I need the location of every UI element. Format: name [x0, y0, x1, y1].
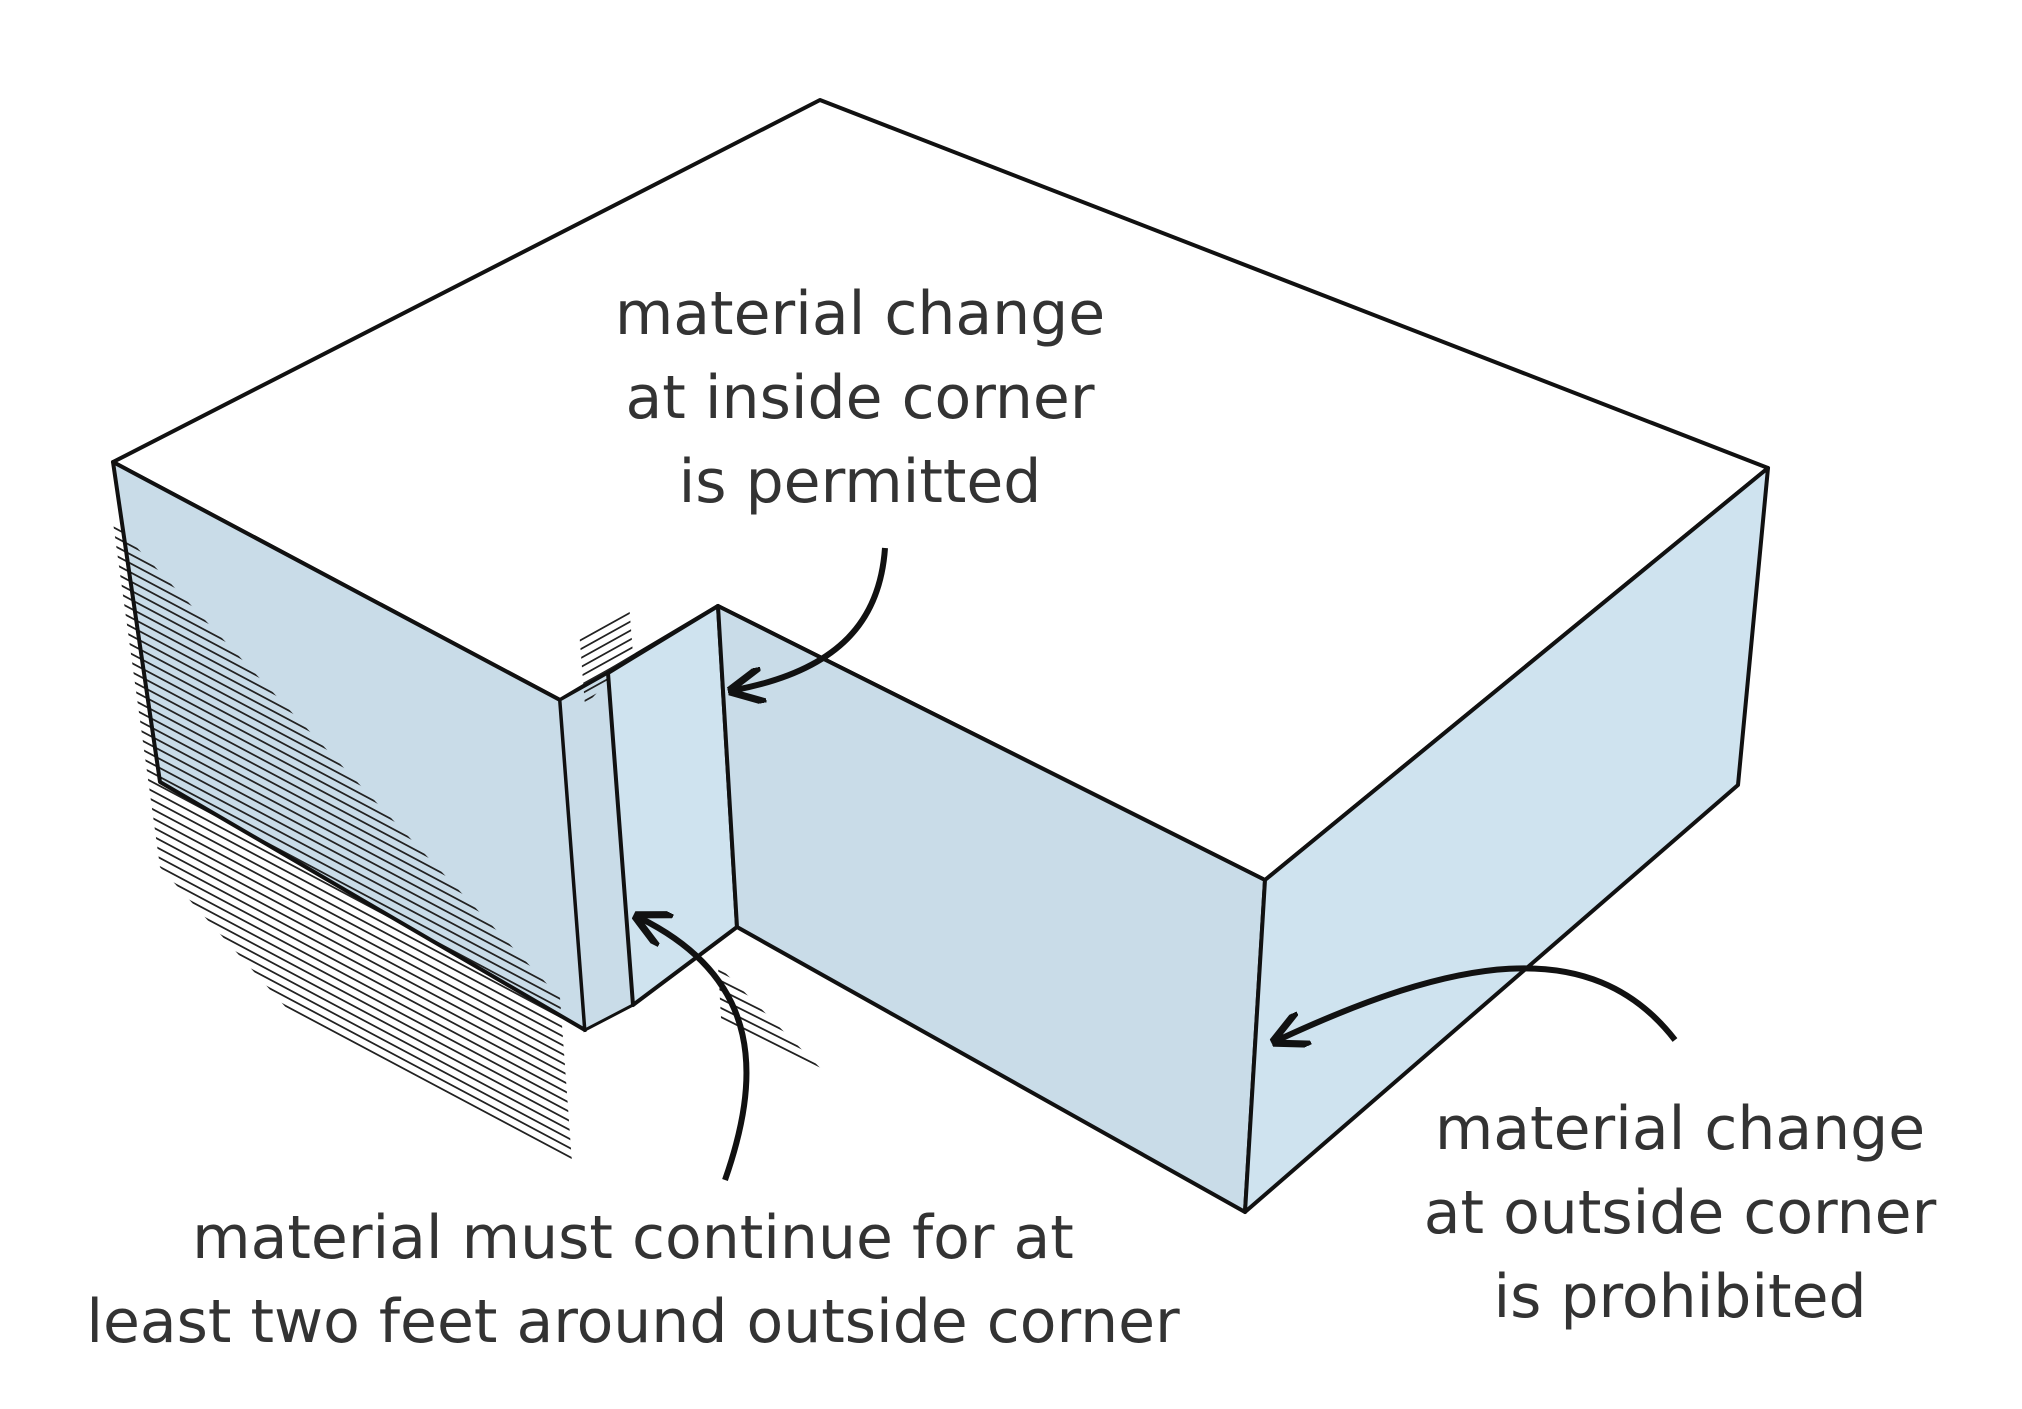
arrow-inside-corner — [735, 547, 888, 690]
label-line: is prohibited — [1493, 1262, 1867, 1332]
label-line: at outside corner — [1423, 1178, 1937, 1248]
right-side-wall — [1243, 466, 1770, 1214]
arrow-outside-corner — [1278, 965, 1678, 1040]
label-line: least two feet around outside corner — [86, 1287, 1180, 1357]
notch-return-face — [606, 604, 739, 1007]
label-outside-corner-prohibited: material change at outside corner is pro… — [1424, 1087, 1937, 1339]
label-material-continue: material must continue for at least two … — [86, 1196, 1179, 1364]
label-line: material change — [1434, 1094, 1926, 1164]
arrow-continue-around — [640, 918, 750, 1181]
label-line: is permitted — [678, 447, 1042, 517]
label-line: material must continue for at — [192, 1203, 1074, 1273]
label-inside-corner-permitted: material change at inside corner is perm… — [615, 272, 1105, 524]
label-line: at inside corner — [625, 363, 1095, 433]
label-line: material change — [614, 279, 1106, 349]
